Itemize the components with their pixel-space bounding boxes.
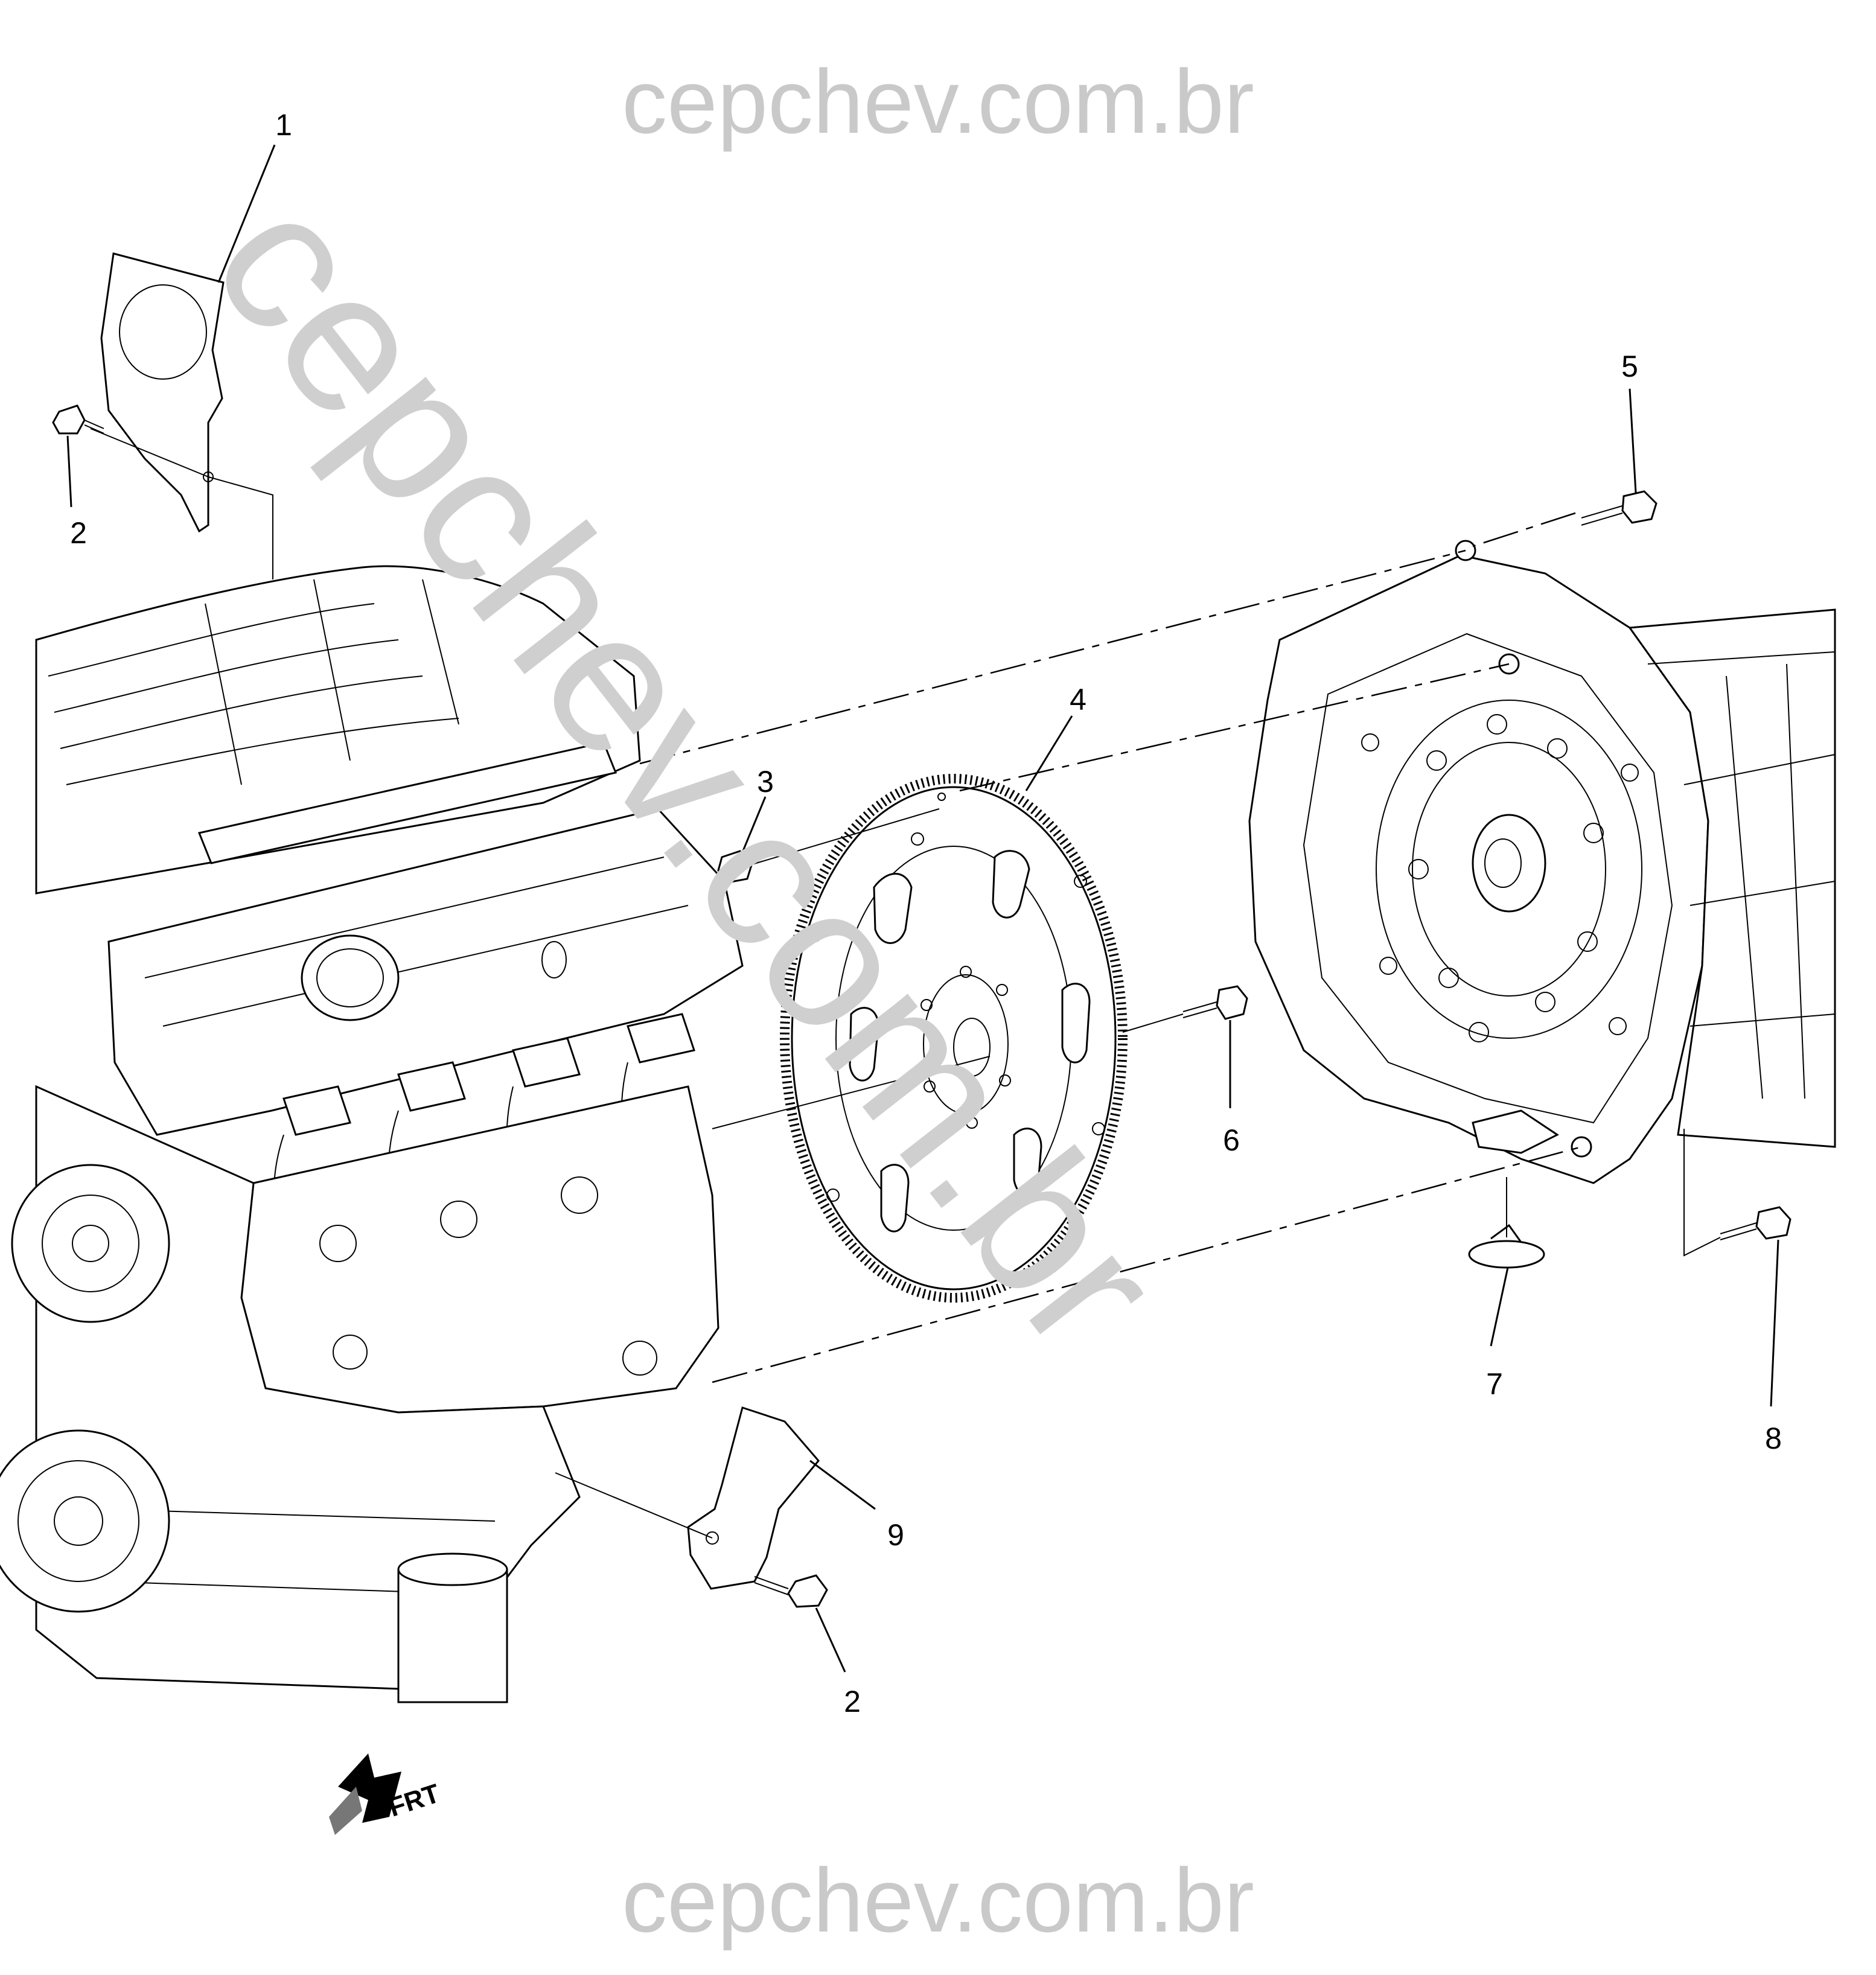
- transmission-bolt-lower: [1720, 1206, 1791, 1240]
- watermark-bottom: cepchev.com.br: [622, 1849, 1254, 1951]
- alignment-dowel: [1468, 1224, 1545, 1269]
- callout-1: 1: [275, 108, 292, 142]
- upper-flywheel-cover: [100, 252, 225, 533]
- callout-7: 7: [1486, 1367, 1503, 1401]
- bolt-lower-cover: [754, 1574, 828, 1608]
- alignment-line-upper: [639, 549, 1466, 765]
- front-arrow-icon: FRT: [329, 1753, 444, 1835]
- flywheel-bolt-front: [717, 850, 753, 884]
- callout-8: 8: [1765, 1421, 1782, 1455]
- transmission: [1248, 540, 1836, 1184]
- callout-4: 4: [1070, 683, 1086, 716]
- oil-cap: [301, 934, 400, 1021]
- callout-2-top: 2: [70, 516, 87, 550]
- bolt-upper-cover: [52, 404, 104, 435]
- pulley-lower: [0, 1429, 170, 1613]
- engine-block: [0, 565, 744, 1703]
- flywheel-bolt-rear: [1182, 985, 1248, 1020]
- alignment-line-mid: [959, 663, 1510, 792]
- callout-6: 6: [1223, 1123, 1240, 1157]
- pulley-upper: [11, 1164, 170, 1323]
- callout-3: 3: [757, 765, 774, 799]
- callout-9: 9: [887, 1518, 904, 1552]
- flywheel: [780, 774, 1128, 1303]
- oil-filter: [397, 1568, 508, 1703]
- transmission-bolt-upper: [1581, 490, 1657, 526]
- alignment-line-bottom: [712, 1146, 1582, 1383]
- watermark-top: cepchev.com.br: [622, 51, 1254, 152]
- callout-5: 5: [1621, 349, 1638, 383]
- lower-flywheel-cover: [687, 1406, 820, 1590]
- callout-2-bottom: 2: [844, 1685, 861, 1718]
